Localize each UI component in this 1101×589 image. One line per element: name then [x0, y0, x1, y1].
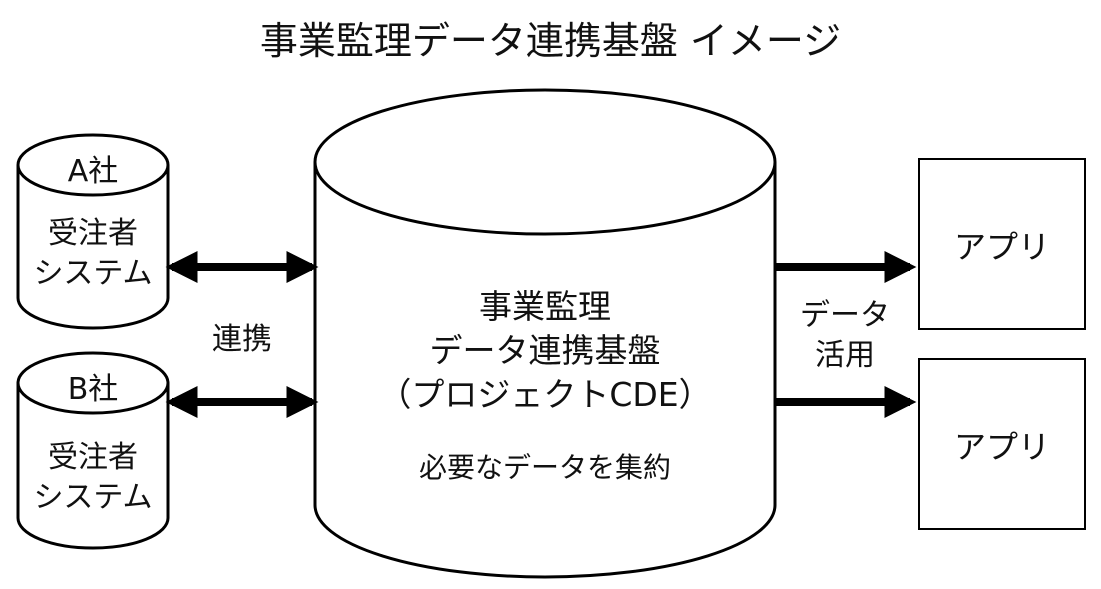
contractor-b-system-line2: システム	[33, 480, 153, 515]
contractor-b-system-line1: 受注者	[48, 440, 138, 475]
app-box-1	[918, 158, 1086, 330]
contractor-a-company: A社	[67, 154, 119, 189]
app-box-2	[918, 358, 1086, 530]
data-use-line2: 活用	[815, 338, 875, 373]
platform-line3: （プロジェクトCDE）	[378, 375, 712, 414]
link-label: 連携	[212, 322, 272, 357]
platform-subtitle: 必要なデータを集約	[418, 451, 671, 484]
contractor-b-company: B社	[67, 372, 119, 407]
cylinder-contractor-b	[16, 351, 170, 550]
contractor-a-system-line1: 受注者	[48, 216, 138, 251]
data-use-line1: データ	[800, 298, 890, 333]
app-label-2: アプリ	[953, 428, 1050, 466]
cylinder-main-platform	[313, 88, 777, 579]
platform-line2: データ連携基盤	[429, 331, 661, 370]
contractor-a-system-line2: システム	[33, 256, 153, 291]
platform-line1: 事業監理	[479, 287, 611, 326]
cylinder-contractor-a	[16, 133, 170, 330]
app-label-1: アプリ	[953, 228, 1050, 266]
diagram-title: 事業監理データ連携基盤 イメージ	[259, 19, 842, 63]
